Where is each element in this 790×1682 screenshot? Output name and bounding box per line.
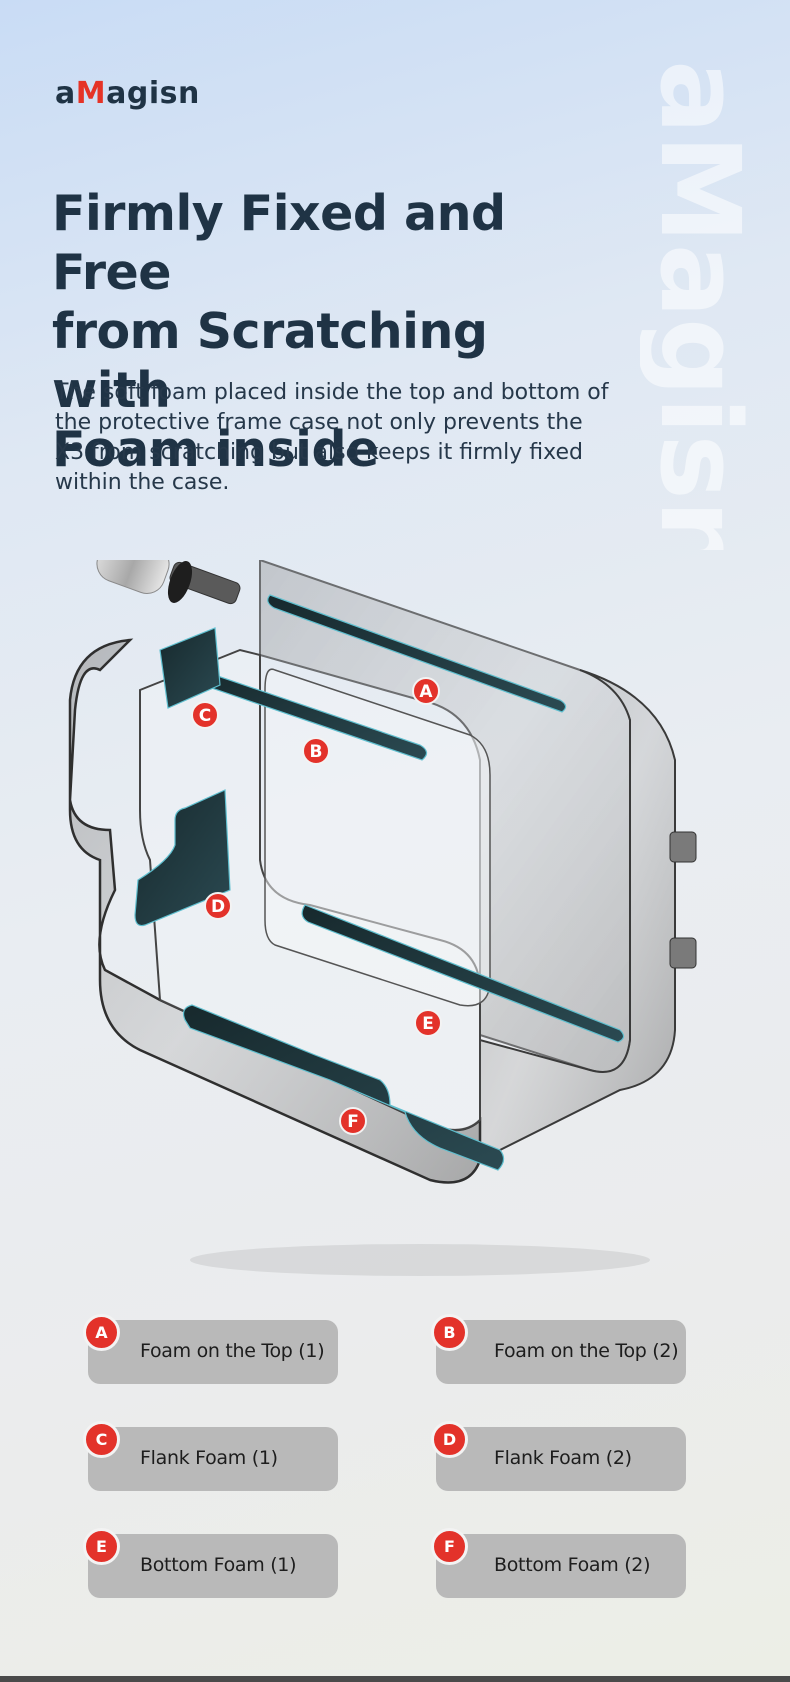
marker-a: A xyxy=(412,677,440,705)
legend-pill xyxy=(88,1320,338,1384)
legend-badge: C xyxy=(83,1421,120,1458)
case-right-frame xyxy=(479,669,676,1162)
marker-b-label: B xyxy=(310,742,323,762)
legend-pill xyxy=(436,1427,686,1491)
legend-label: Flank Foam (1) xyxy=(140,1447,278,1469)
legend-item-a: A Foam on the Top (1) xyxy=(83,1314,338,1384)
title-line-3: Foam inside xyxy=(52,421,379,478)
side-screws xyxy=(669,831,697,969)
legend-item-d: D Flank Foam (2) xyxy=(431,1421,686,1491)
logo-suffix: agisn xyxy=(106,76,200,111)
page-title: Firmly Fixed and Free from Scratching wi… xyxy=(52,184,612,479)
marker-f: F xyxy=(339,1107,367,1135)
product-description: The soft foam placed inside the top and … xyxy=(55,380,609,495)
logo-accent-letter: M xyxy=(75,76,107,111)
legend-label: Foam on the Top (1) xyxy=(140,1340,325,1362)
marker-f-label: F xyxy=(347,1112,359,1132)
logo-prefix: a xyxy=(55,76,76,111)
legend-label: Flank Foam (2) xyxy=(494,1447,632,1469)
legend-pill xyxy=(88,1427,338,1491)
legend-badge: B xyxy=(431,1314,468,1351)
legend-pill xyxy=(436,1534,686,1598)
case-shadow xyxy=(190,1244,650,1276)
marker-e: E xyxy=(414,1009,442,1037)
frame-case-illustration: A B C D E F xyxy=(68,560,697,1276)
legend-badge: E xyxy=(83,1528,120,1565)
marker-a-label: A xyxy=(419,682,433,702)
legend-item-c: C Flank Foam (1) xyxy=(83,1421,338,1491)
foam-c xyxy=(159,627,221,709)
brand-watermark: aMagisn xyxy=(640,60,760,550)
title-line-2: from Scratching with xyxy=(52,303,488,419)
bottom-divider xyxy=(0,1676,790,1682)
foam-d xyxy=(134,789,231,927)
legend-pill xyxy=(436,1320,686,1384)
marker-d-label: D xyxy=(211,897,225,917)
legend-badge: F xyxy=(431,1528,468,1565)
foam-e xyxy=(301,904,625,1043)
legend-badge: A xyxy=(83,1314,120,1351)
legend-item-b: B Foam on the Top (2) xyxy=(431,1314,686,1384)
legend-pill xyxy=(88,1534,338,1598)
title-line-1: Firmly Fixed and Free xyxy=(52,185,506,301)
legend-label: Bottom Foam (1) xyxy=(140,1554,297,1576)
legend-badge: D xyxy=(431,1421,468,1458)
marker-d: D xyxy=(204,892,232,920)
legend-label: Bottom Foam (2) xyxy=(494,1554,651,1576)
marker-c: C xyxy=(191,701,219,729)
foam-f xyxy=(182,1004,505,1171)
marker-b: B xyxy=(302,737,330,765)
marker-e-label: E xyxy=(422,1014,434,1034)
legend-item-f: F Bottom Foam (2) xyxy=(431,1528,686,1598)
legend-label: Foam on the Top (2) xyxy=(494,1340,679,1362)
thumb-screw xyxy=(96,560,241,605)
foam-a xyxy=(267,594,567,713)
marker-c-label: C xyxy=(199,706,211,726)
legend-item-e: E Bottom Foam (1) xyxy=(83,1528,338,1598)
brand-logo: aMagisn xyxy=(55,76,200,111)
